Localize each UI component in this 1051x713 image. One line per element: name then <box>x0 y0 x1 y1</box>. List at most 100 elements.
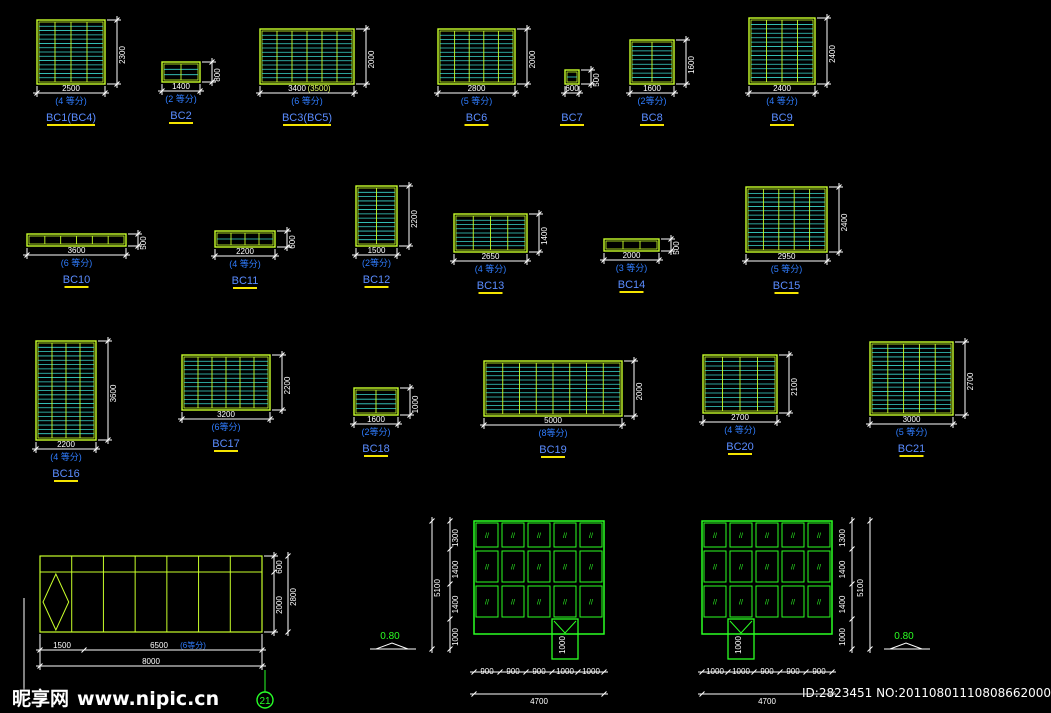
width-dim-label: 1400 <box>172 82 190 91</box>
width-dim-tick <box>351 421 357 427</box>
height-dim-tick <box>836 249 842 255</box>
height-dim-tick <box>786 352 792 358</box>
elevation-pane <box>781 522 805 548</box>
window-frame <box>437 28 516 85</box>
window-code-label: BC13 <box>477 280 505 292</box>
row-dim-label: 1400 <box>451 560 460 578</box>
window-frame <box>748 17 816 85</box>
elevation-pane <box>807 522 831 548</box>
dim-tick <box>867 646 873 652</box>
door-swing-diamond <box>42 572 70 632</box>
height-dim-tick <box>407 385 413 391</box>
division-note: (5 等分) <box>896 426 928 437</box>
pane-mark: // <box>511 565 515 572</box>
window-code-label: BC15 <box>773 280 801 292</box>
width-dim-tick <box>576 90 582 96</box>
window-code-underline <box>899 455 924 457</box>
window-code-underline <box>214 450 238 452</box>
height-dim-label: 2100 <box>790 378 799 396</box>
height-dim-tick <box>209 59 215 65</box>
height-dim-tick <box>284 244 290 250</box>
width-dim-tick <box>627 90 633 96</box>
window-frame <box>214 230 276 248</box>
section-width-note: (6等分) <box>180 640 206 650</box>
row-dim-label: 1400 <box>838 560 847 578</box>
height-dim-tick <box>683 37 689 43</box>
width-dim-tick <box>34 90 40 96</box>
elevation-pane <box>501 585 525 618</box>
width-dim-tick <box>746 90 752 96</box>
width-dim-tick <box>512 90 518 96</box>
pane-mark: // <box>791 600 795 607</box>
division-note: (4 等分) <box>475 263 507 274</box>
elevation-pane <box>703 522 727 548</box>
dim-tick <box>867 518 873 524</box>
window-frame <box>453 213 528 253</box>
window-code-underline <box>464 124 489 126</box>
width-dim-label: 2200 <box>57 440 75 449</box>
elevation-frame <box>473 520 605 635</box>
width-dim-tick <box>812 90 818 96</box>
grid-axis-label: 21 <box>259 696 271 707</box>
pane-mark: // <box>713 533 717 540</box>
elevation-pane <box>729 585 753 618</box>
col-dim-label: 1000 <box>582 667 600 676</box>
col-dim-label: 900 <box>760 667 774 676</box>
division-note: (6 等分) <box>291 95 323 106</box>
elevation-pane <box>781 585 805 618</box>
dim-tick <box>447 616 453 622</box>
height-dim-tick <box>135 243 141 249</box>
width-dim-tick <box>824 258 830 264</box>
pane-mark: // <box>563 600 567 607</box>
width-dim-label: 2500 <box>62 84 80 93</box>
width-dim-label: 2950 <box>778 252 796 261</box>
row-dim-label: 1000 <box>838 628 847 646</box>
width-dim-label: 2400 <box>773 84 791 93</box>
division-note: (2 等分) <box>165 93 197 104</box>
division-note: (5 等分) <box>771 263 803 274</box>
division-note: (6 等分) <box>61 257 93 268</box>
height-dim-tick <box>668 236 674 242</box>
elevation-pane <box>501 522 525 548</box>
door-frame <box>727 618 755 660</box>
elevation-pane <box>755 585 779 618</box>
elevation-pane <box>579 522 603 548</box>
width-dim-tick <box>435 90 441 96</box>
height-dim-label: 2000 <box>528 50 537 68</box>
height-dim-tick <box>407 412 413 418</box>
dim-tick <box>447 581 453 587</box>
height-dim-tick <box>284 228 290 234</box>
pane-mark: // <box>511 600 515 607</box>
elevation-pane <box>703 550 727 583</box>
window-frame <box>603 238 660 252</box>
pane-mark: // <box>485 600 489 607</box>
width-dim-label: 2650 <box>482 252 500 261</box>
height-dim-label: 3600 <box>109 384 118 402</box>
height-dim-tick <box>962 339 968 345</box>
height-dim-tick <box>524 26 530 32</box>
pane-mark: // <box>817 533 821 540</box>
width-dim-tick <box>774 419 780 425</box>
window-code-underline <box>770 124 794 126</box>
window-code-label: BC19 <box>539 444 567 456</box>
width-dim-tick <box>394 252 400 258</box>
section-frame <box>39 555 263 633</box>
division-note: (6等分) <box>212 421 241 432</box>
division-note: (4 等分) <box>55 95 87 106</box>
window-code-underline <box>283 124 331 126</box>
window-code-underline <box>619 291 644 293</box>
window-frame <box>26 233 127 247</box>
height-dim-tick <box>363 81 369 87</box>
window-frame <box>564 69 580 85</box>
section-height-mid: 2000 <box>275 596 284 614</box>
height-dim-label: 1600 <box>687 56 696 74</box>
division-note: (2等分) <box>638 95 667 106</box>
elevation-pane <box>475 550 499 583</box>
